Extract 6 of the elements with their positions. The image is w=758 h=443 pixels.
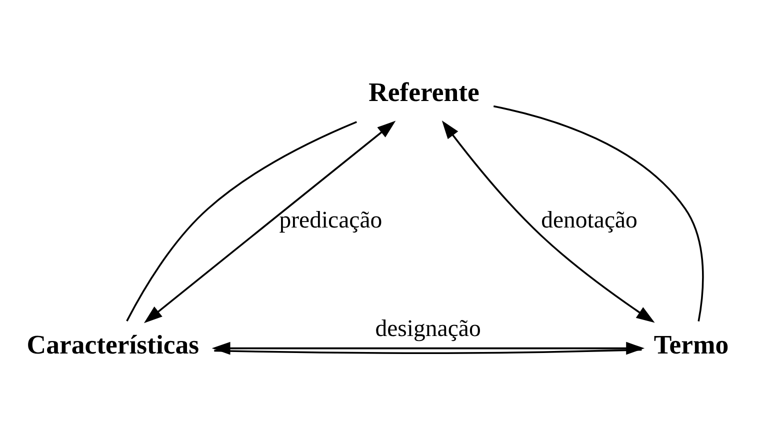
node-text: Termo xyxy=(654,328,729,359)
node-text: Referente xyxy=(368,76,480,106)
edge-label: designação xyxy=(375,316,481,342)
node-text: Características xyxy=(26,328,200,359)
edge-label: predicação xyxy=(279,207,382,234)
edge-label: denotação xyxy=(541,207,638,234)
